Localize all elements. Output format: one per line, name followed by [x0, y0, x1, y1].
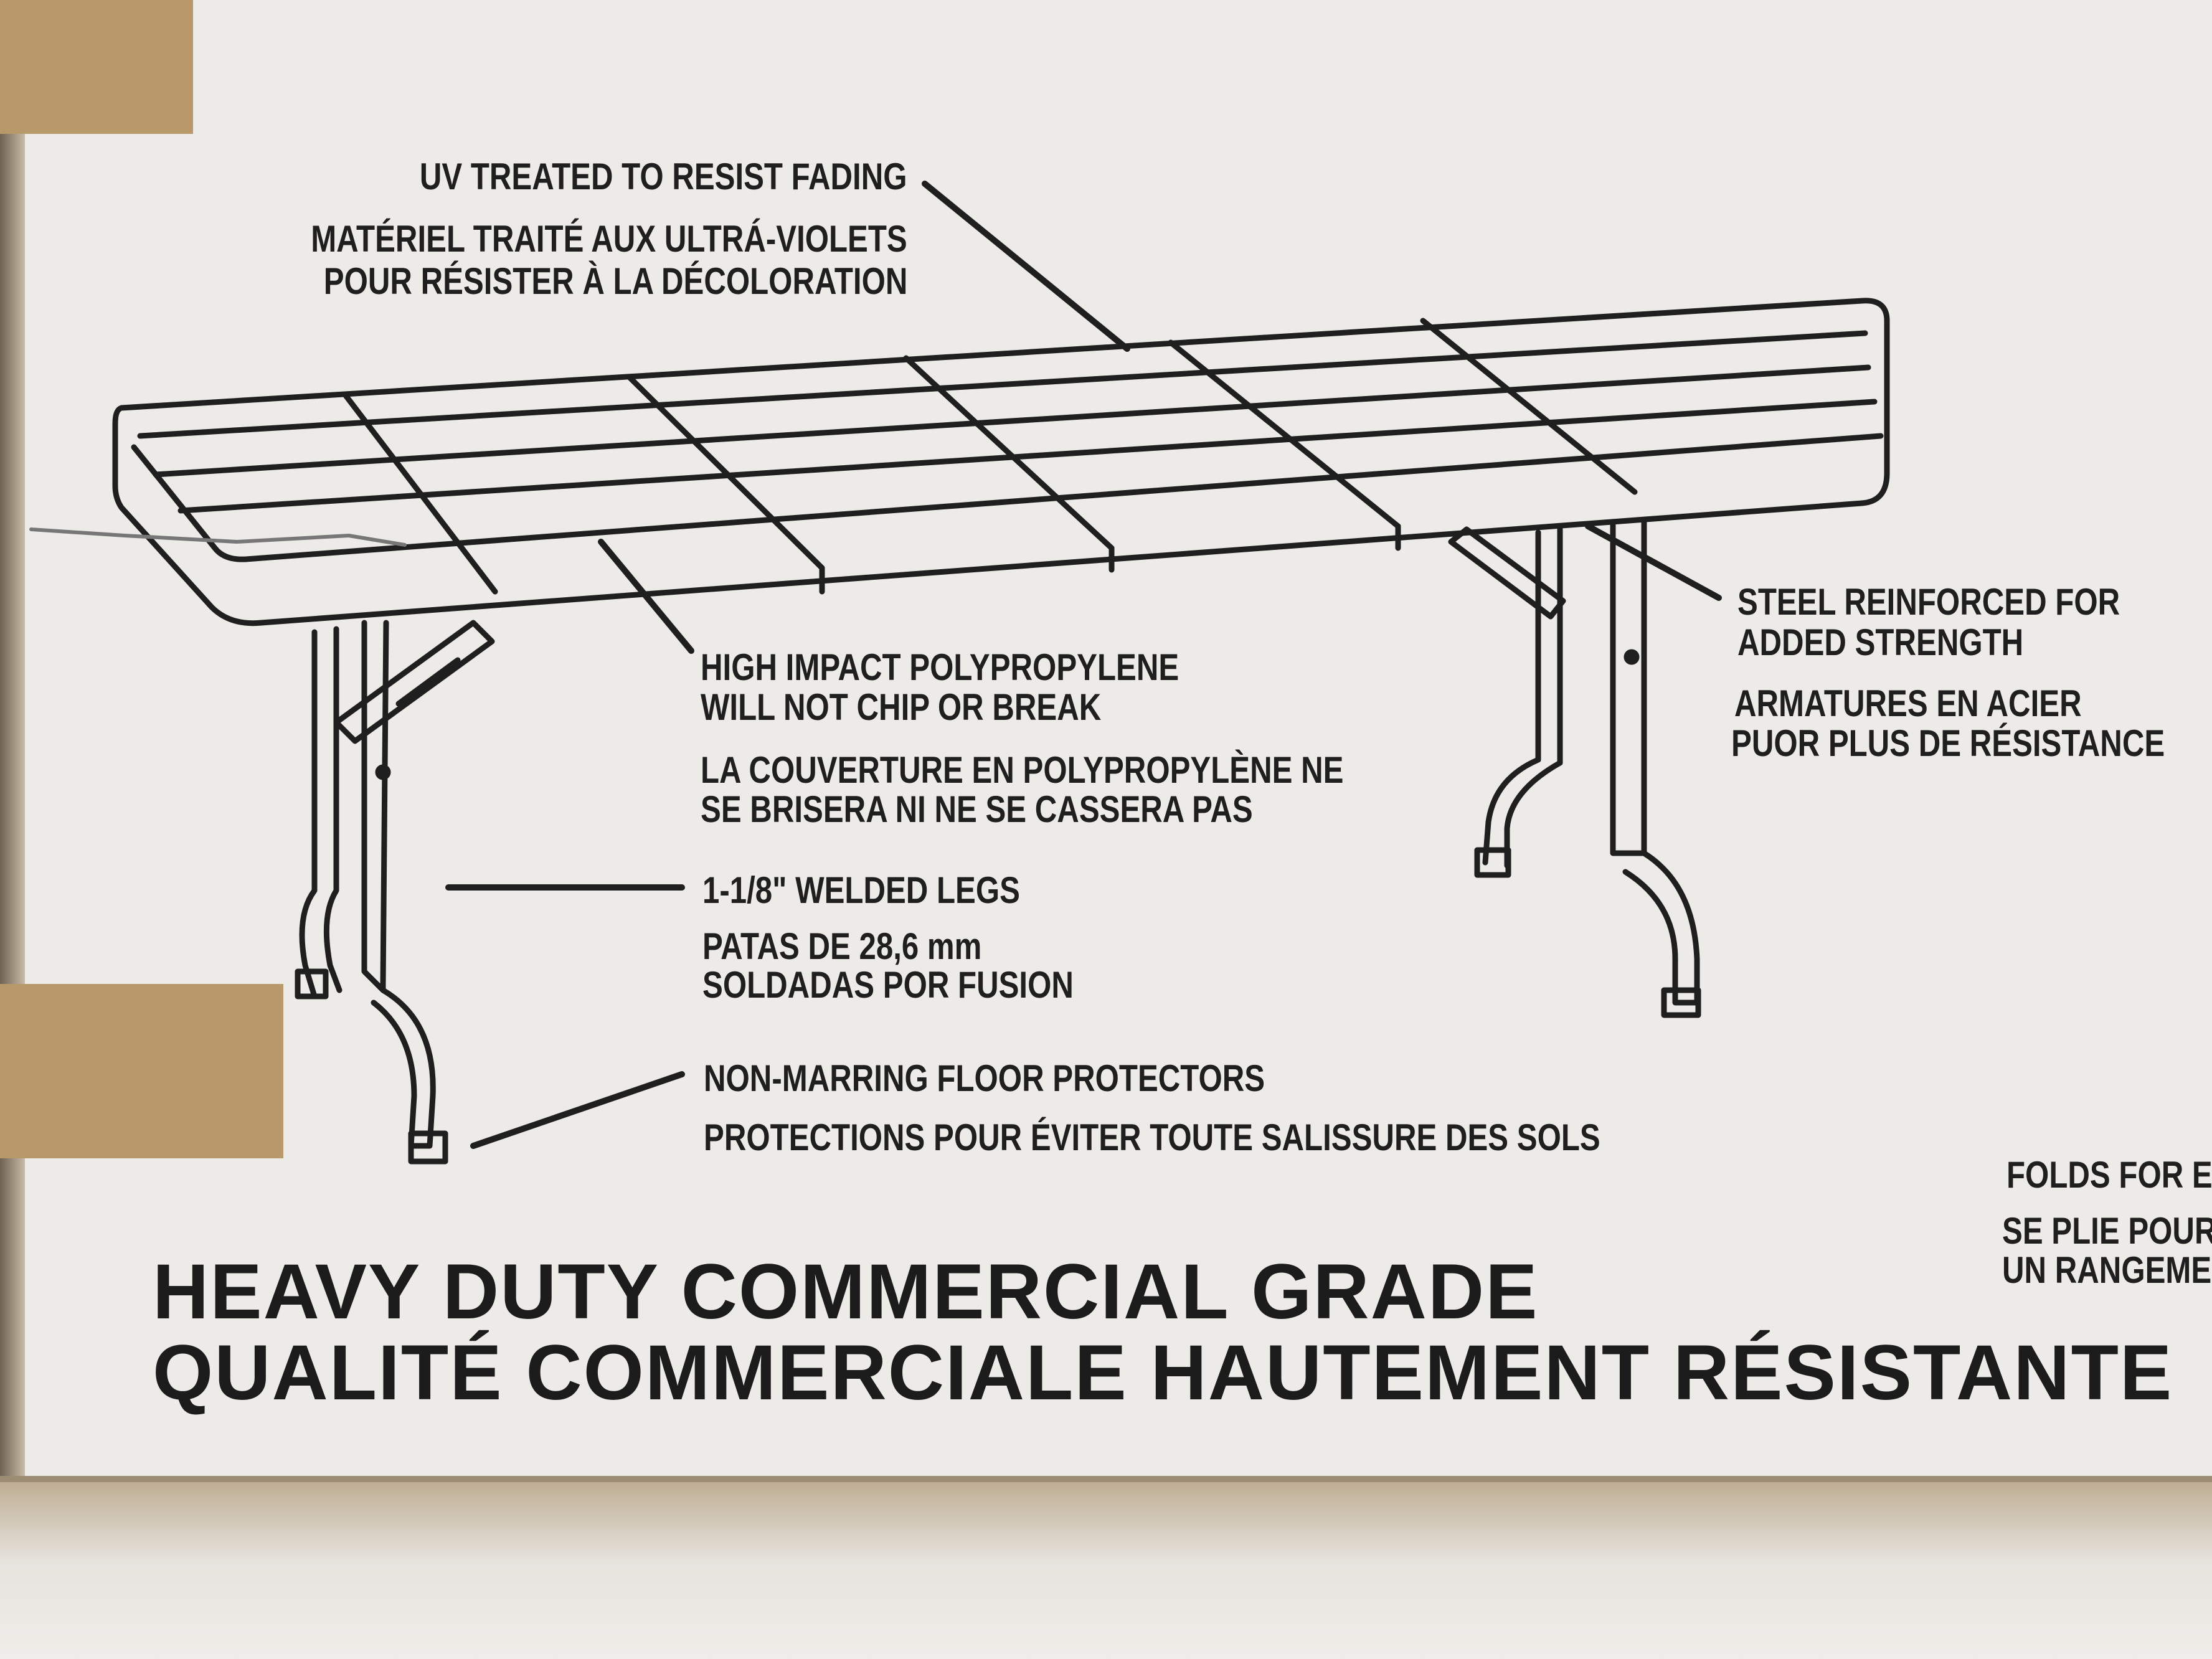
table-seam-3: [903, 355, 1115, 551]
packing-tape-top: [0, 0, 193, 134]
leader-steel: [1585, 523, 1722, 601]
left-floor-protector-front: [408, 1130, 448, 1165]
leader-uv: [922, 181, 1130, 352]
leader-floor: [470, 1071, 685, 1149]
label-steel-en-2: ADDED STRENGTH: [1737, 622, 2024, 663]
label-steel-fr-1: ARMATURES EN ACIER: [1734, 683, 2082, 724]
headline-fr: QUALITÉ COMMERCIALE HAUTEMENT RÉSISTANTE: [153, 1330, 2173, 1416]
table-seam-5: [1420, 318, 1638, 495]
right-floor-protector-front: [1661, 987, 1701, 1018]
right-leg-rear: [1482, 529, 1541, 866]
label-legs-fr-2: SOLDADAS POR FUSION: [702, 964, 1074, 1006]
table-seam-2: [626, 374, 825, 571]
table-top-groove-2: [177, 399, 1878, 514]
table-top-outline: [112, 298, 1890, 626]
label-folds-en: FOLDS FOR E: [2006, 1154, 2212, 1196]
table-seam-1: [343, 392, 498, 595]
label-uv-en: UV TREATED TO RESIST FADING: [420, 156, 907, 197]
label-folds-fr-1: SE PLIE POUR: [2002, 1210, 2212, 1252]
leader-poly: [598, 539, 694, 654]
headline-en: HEAVY DUTY COMMERCIAL GRADE: [153, 1249, 1539, 1335]
label-poly-fr-1: LA COUVERTURE EN POLYPROPYLÈNE NE: [701, 749, 1344, 791]
right-leg-front: [1610, 517, 1647, 856]
table-top-inner-edge: [137, 330, 1868, 439]
label-uv-fr-1: MATÉRIEL TRAITÉ AUX ULTRÁ-VIOLETS: [311, 218, 907, 260]
left-brace-2: [395, 657, 461, 707]
right-leg-rivet: [1624, 649, 1640, 665]
packing-tape-bottom: [0, 984, 283, 1158]
left-brace: [333, 620, 495, 744]
label-legs-fr-1: PATAS DE 28,6 mm: [702, 925, 982, 967]
left-leg-rear-2: [323, 626, 343, 993]
label-floor-fr: PROTECTIONS POUR ÉVITER TOUTE SALISSURE …: [704, 1117, 1600, 1158]
label-uv-fr-2: POUR RÉSISTER À LA DÉCOLORATION: [323, 260, 907, 302]
box-left-edge: [0, 112, 25, 1532]
left-leg-front: [361, 620, 389, 993]
label-poly-fr-2: SE BRISERA NI NE SE CASSERA PAS: [701, 788, 1253, 830]
table-seam-4: [1168, 339, 1401, 529]
left-foot-front: [371, 987, 436, 1149]
table-top-groove-1: [153, 364, 1871, 478]
right-brace: [1448, 526, 1566, 620]
label-poly-en-2: WILL NOT CHIP OR BREAK: [701, 686, 1102, 728]
label-poly-en-1: HIGH IMPACT POLYPROPYLENE: [701, 646, 1179, 688]
label-legs-en: 1-1/8" WELDED LEGS: [702, 869, 1020, 911]
left-floor-protector-rear: [295, 968, 329, 1000]
label-folds-fr-2: UN RANGEMEN: [2002, 1249, 2212, 1291]
cardboard-tear: [29, 527, 407, 547]
left-leg-rear: [299, 629, 318, 1000]
table-top-front-edge: [131, 433, 1884, 562]
label-steel-fr-2: PUOR PLUS DE RÉSISTANCE: [1731, 722, 2165, 764]
left-leg-rivet: [375, 764, 391, 780]
right-floor-protector-rear: [1474, 847, 1511, 878]
label-steel-en-1: STEEL REINFORCED FOR: [1737, 581, 2120, 623]
box-bottom-flap: [0, 1482, 2212, 1659]
right-leg-rear-2: [1504, 526, 1563, 869]
right-foot-front: [1622, 850, 1700, 1006]
label-floor-en: NON-MARRING FLOOR PROTECTORS: [704, 1057, 1265, 1099]
